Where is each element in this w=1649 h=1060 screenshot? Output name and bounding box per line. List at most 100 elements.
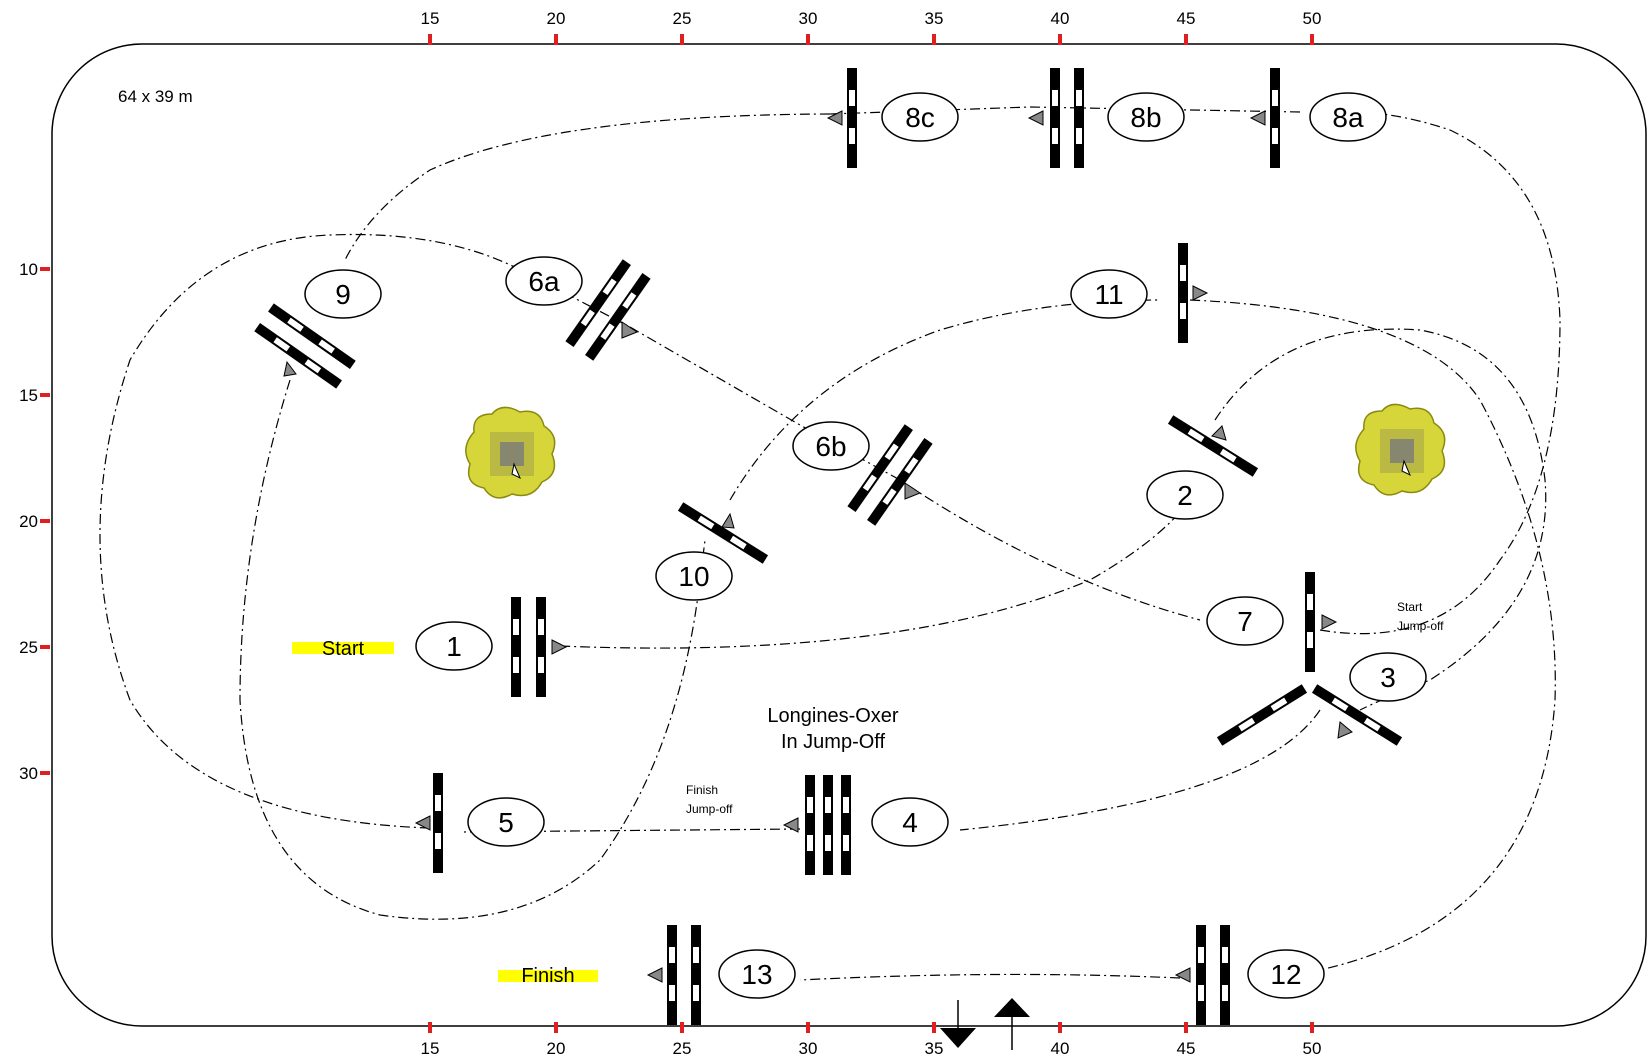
fence-4: [782, 775, 851, 875]
obstacle-label-6a: 6a: [505, 256, 583, 306]
obstacle-number: 5: [498, 807, 514, 838]
start-jumpoff-line1: Start: [1397, 600, 1423, 614]
top-scale: 15 20 25 30 35 40 45 50: [421, 9, 1322, 45]
obstacle-number: 3: [1380, 662, 1396, 693]
arena-border: [51, 43, 1647, 1027]
route-11-12: [1189, 299, 1556, 971]
tree-icon: [465, 406, 556, 499]
route-5-6a: [99, 233, 631, 829]
fence-11: [1178, 243, 1209, 343]
bottom-tick-mark: [1184, 1022, 1188, 1033]
top-tick-mark: [428, 34, 432, 45]
route-7-8a: [1319, 111, 1561, 635]
top-tick-mark: [680, 34, 684, 45]
bottom-tick-label: 45: [1177, 1039, 1196, 1058]
route-8c-9: [344, 113, 831, 261]
route-3-4: [959, 709, 1321, 831]
start-label: Start: [322, 638, 365, 660]
obstacle-number: 6a: [528, 266, 560, 297]
top-tick-label: 40: [1051, 9, 1070, 28]
obstacle-number: 4: [902, 807, 918, 838]
obstacle-numbers: 1 2 3 4 5 6a 6b 7 8a 8b 8c 9 10 11 12 13: [304, 92, 1427, 999]
oxer-note-line2: In Jump-Off: [781, 731, 886, 753]
left-tick-mark: [40, 645, 50, 649]
obstacle-label-1: 1: [415, 621, 493, 671]
obstacle-label-7: 7: [1206, 596, 1284, 646]
route-2-3: [1214, 328, 1547, 711]
tree-icon: [1355, 403, 1446, 496]
entrance-arrow-icon: [994, 998, 1030, 1050]
top-tick-label: 45: [1177, 9, 1196, 28]
top-tick-mark: [1184, 34, 1188, 45]
top-tick-mark: [932, 34, 936, 45]
left-tick-mark: [40, 393, 50, 397]
obstacle-label-4: 4: [871, 797, 949, 847]
obstacle-label-8c: 8c: [881, 92, 959, 142]
route-12-13: [799, 973, 1181, 981]
fence-3-left: [1216, 684, 1308, 746]
route-9-10: [239, 379, 706, 920]
top-tick-label: 25: [673, 9, 692, 28]
bottom-tick-mark: [554, 1022, 558, 1033]
left-tick-label: 25: [19, 638, 38, 657]
bottom-tick-label: 25: [673, 1039, 692, 1058]
obstacle-label-5: 5: [467, 797, 545, 847]
left-scale: 10 15 20 25 30: [19, 260, 50, 783]
exit-arrow-icon: [940, 1000, 976, 1048]
left-tick-label: 20: [19, 512, 38, 531]
top-tick-mark: [1058, 34, 1062, 45]
route-1-2: [559, 499, 1191, 649]
finish-highlight: [498, 970, 598, 982]
direction-arrow-icon: [283, 360, 297, 377]
finish-label: Finish: [521, 965, 574, 987]
obstacle-number: 8b: [1130, 102, 1161, 133]
obstacle-label-9: 9: [304, 269, 382, 319]
obstacle-number: 13: [741, 959, 772, 990]
fence-13: [646, 925, 701, 1025]
top-tick-label: 50: [1303, 9, 1322, 28]
bottom-tick-label: 50: [1303, 1039, 1322, 1058]
obstacle-number: 1: [446, 631, 462, 662]
obstacle-label-6b: 6b: [792, 421, 870, 471]
left-tick-mark: [40, 519, 50, 523]
obstacle-number: 9: [335, 279, 351, 310]
top-tick-label: 20: [547, 9, 566, 28]
fence-2: [1167, 415, 1259, 477]
top-tick-mark: [806, 34, 810, 45]
left-tick-mark: [40, 771, 50, 775]
top-tick-label: 35: [925, 9, 944, 28]
fence-7: [1305, 572, 1338, 672]
fence-8c: [826, 68, 857, 168]
finish-jumpoff-line1: Finish: [686, 783, 718, 797]
start-jumpoff-line2: Jump-off: [1397, 619, 1444, 633]
bottom-tick-label: 35: [925, 1039, 944, 1058]
fence-1: [511, 597, 568, 697]
obstacle-label-3: 3: [1349, 652, 1427, 702]
obstacle-label-2: 2: [1146, 470, 1224, 520]
top-tick-mark: [554, 34, 558, 45]
direction-arrow-icon: [1211, 425, 1227, 441]
obstacle-label-8a: 8a: [1309, 92, 1387, 142]
obstacle-label-8b: 8b: [1107, 92, 1185, 142]
top-tick-label: 30: [799, 9, 818, 28]
obstacle-label-13: 13: [718, 949, 796, 999]
top-tick-mark: [1310, 34, 1314, 45]
obstacle-number: 2: [1177, 480, 1193, 511]
route-10-11: [729, 299, 1161, 501]
left-tick-label: 10: [19, 260, 38, 279]
start-highlight: [292, 642, 394, 654]
bottom-tick-label: 30: [799, 1039, 818, 1058]
obstacle-number: 8c: [905, 102, 935, 133]
bottom-tick-label: 15: [421, 1039, 440, 1058]
bottom-tick-label: 20: [547, 1039, 566, 1058]
obstacle-number: 10: [678, 561, 709, 592]
bottom-tick-mark: [806, 1022, 810, 1033]
obstacle-label-10: 10: [655, 551, 733, 601]
direction-arrow-icon: [721, 512, 735, 529]
top-tick-label: 15: [421, 9, 440, 28]
left-tick-label: 30: [19, 764, 38, 783]
obstacle-number: 11: [1094, 279, 1123, 310]
direction-arrow-icon: [904, 482, 922, 500]
obstacle-number: 12: [1270, 959, 1301, 990]
